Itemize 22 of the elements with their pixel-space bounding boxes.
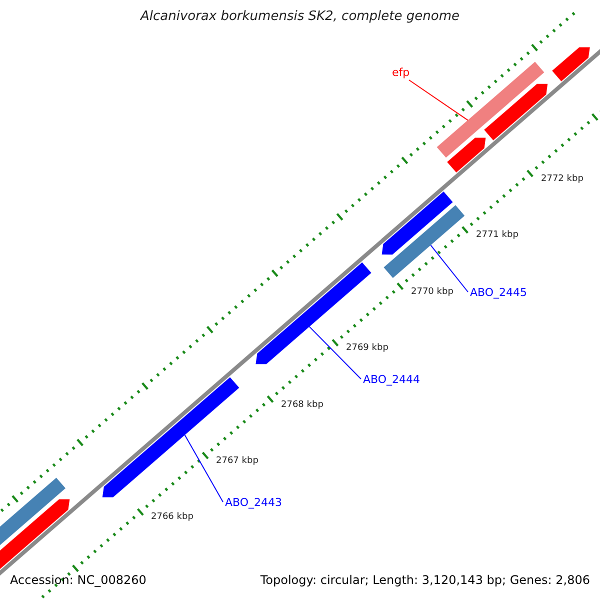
scale-label: 2770 kbp — [411, 288, 454, 298]
scale-label: 2766 kbp — [151, 513, 194, 523]
gene-feature — [256, 262, 372, 364]
gene-label: ABO_2443 — [225, 497, 282, 510]
leader-line — [408, 80, 468, 121]
scale-label: 2768 kbp — [281, 401, 324, 411]
gene-feature — [436, 62, 544, 158]
gene-label: ABO_2444 — [363, 374, 420, 386]
scale-label: 2767 kbp — [216, 457, 258, 467]
gene-feature — [102, 377, 240, 498]
gene-label: ABO_2445 — [470, 287, 528, 300]
leader-line — [184, 434, 224, 502]
footer-text: Accession: NC_008260 — [10, 574, 146, 588]
title: Alcanivorax borkumensis SK2, complete genome — [140, 9, 460, 24]
leader-line — [308, 326, 362, 380]
scale-label: 2771 kbp — [476, 231, 518, 241]
scale-label: 2772 kbp — [541, 175, 584, 185]
gene-label: efp — [392, 67, 410, 80]
scale-label: 2769 kbp — [346, 344, 388, 354]
gene-feature — [384, 205, 465, 278]
footer-text: Topology: circular; Length: 3,120,143 bp; Genes: 2,806 — [260, 574, 590, 588]
leader-line — [430, 244, 468, 292]
